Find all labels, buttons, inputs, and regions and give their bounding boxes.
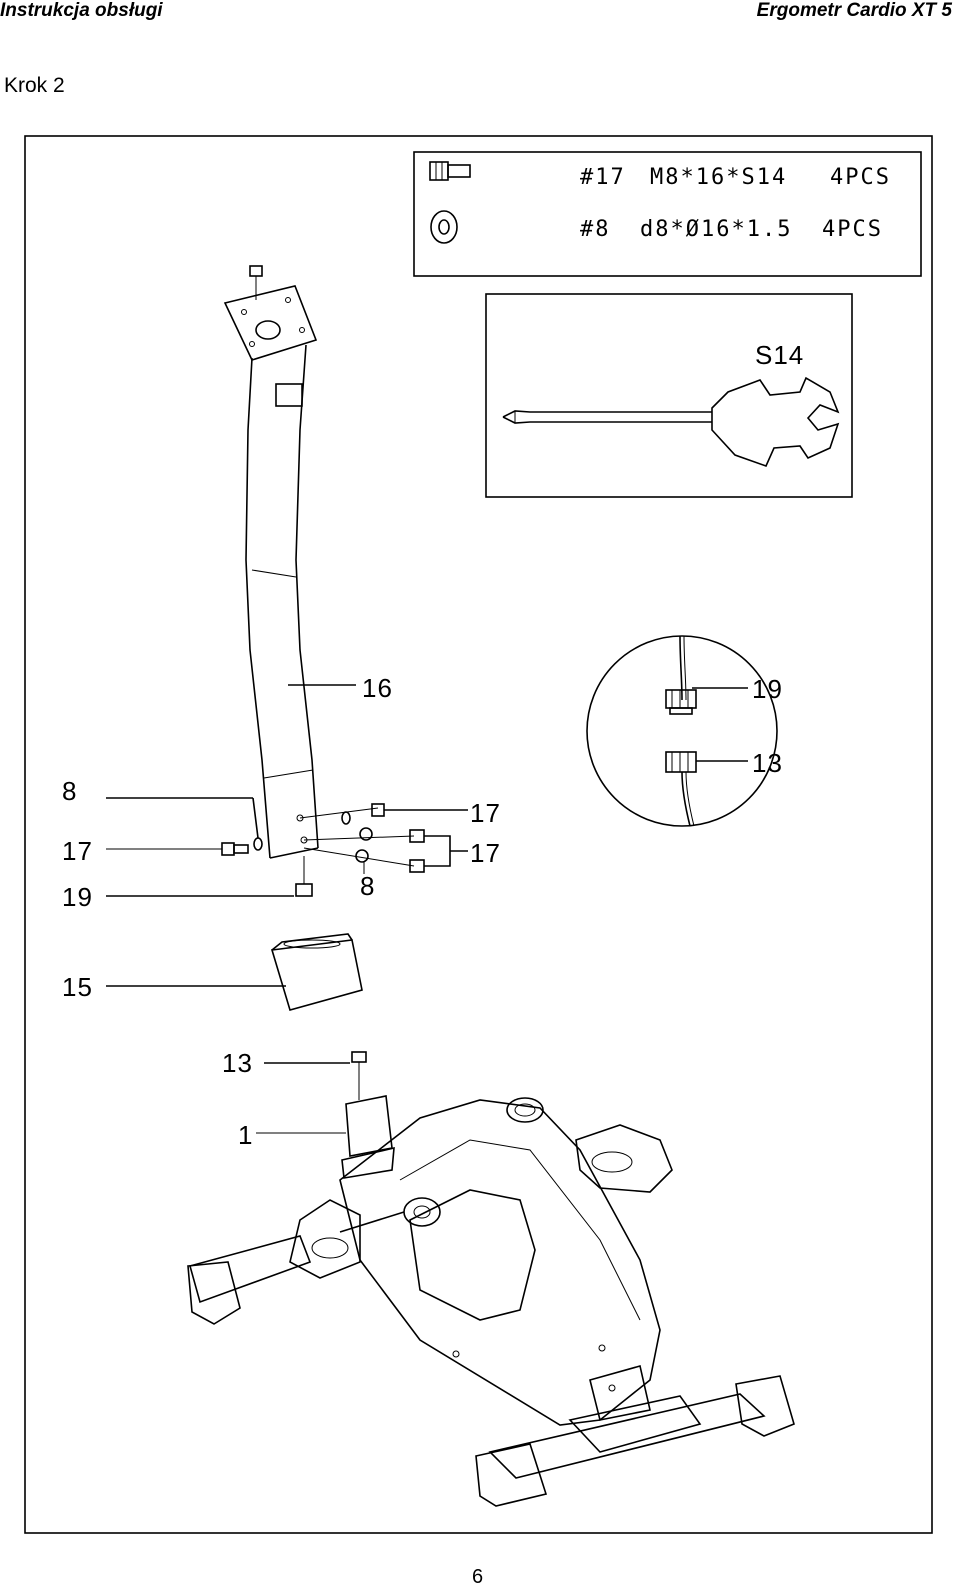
legend-17-qty: 4PCS: [830, 165, 891, 190]
label-16: 16: [362, 673, 393, 703]
bolt-icon: [429, 161, 471, 181]
label-17-right-top: 17: [470, 798, 501, 828]
bike-base-illustration: [187, 1095, 795, 1507]
legend-8-id: #8: [580, 217, 611, 242]
diagram-frame: [24, 135, 933, 1534]
label-13: 13: [222, 1048, 253, 1078]
hardware-legend: #17 M8*16*S14 4PCS #8 d8*Ø16*1.5 4PCS: [413, 151, 922, 277]
header-product-title: Ergometr Cardio XT 5: [756, 0, 952, 21]
label-15: 15: [62, 972, 93, 1002]
detail-label-19: 19: [752, 674, 783, 704]
connector-plug-icon: [665, 689, 697, 715]
header-manual-title: Instrukcja obsługi: [0, 0, 163, 21]
label-8-left: 8: [62, 776, 77, 806]
legend-8-qty: 4PCS: [822, 217, 883, 242]
label-1: 1: [238, 1120, 253, 1150]
tool-box: S14: [485, 293, 853, 498]
tool-label: S14: [755, 340, 804, 370]
washer-icon: [430, 210, 458, 244]
connector-socket-icon: [665, 751, 697, 773]
page-number: 6: [472, 1566, 484, 1588]
detail-label-13: 13: [752, 748, 783, 778]
label-8-bottom: 8: [360, 871, 375, 901]
bolt-17-left-icon: [221, 837, 263, 856]
label-19-left: 19: [62, 882, 93, 912]
connector-detail: 19 13: [586, 635, 783, 827]
label-17-right: 17: [470, 838, 501, 868]
label-17-left: 17: [62, 836, 93, 866]
post-cover: [270, 933, 363, 1011]
legend-17-id: #17: [580, 165, 626, 190]
wrench-screwdriver-icon: [502, 376, 840, 468]
bolts-washers-right: [299, 803, 425, 873]
legend-17-spec: M8*16*S14: [650, 165, 787, 190]
legend-8-spec: d8*Ø16*1.5: [640, 217, 792, 242]
step-title: Krok 2: [4, 74, 65, 97]
handlebar-post: [223, 265, 319, 897]
